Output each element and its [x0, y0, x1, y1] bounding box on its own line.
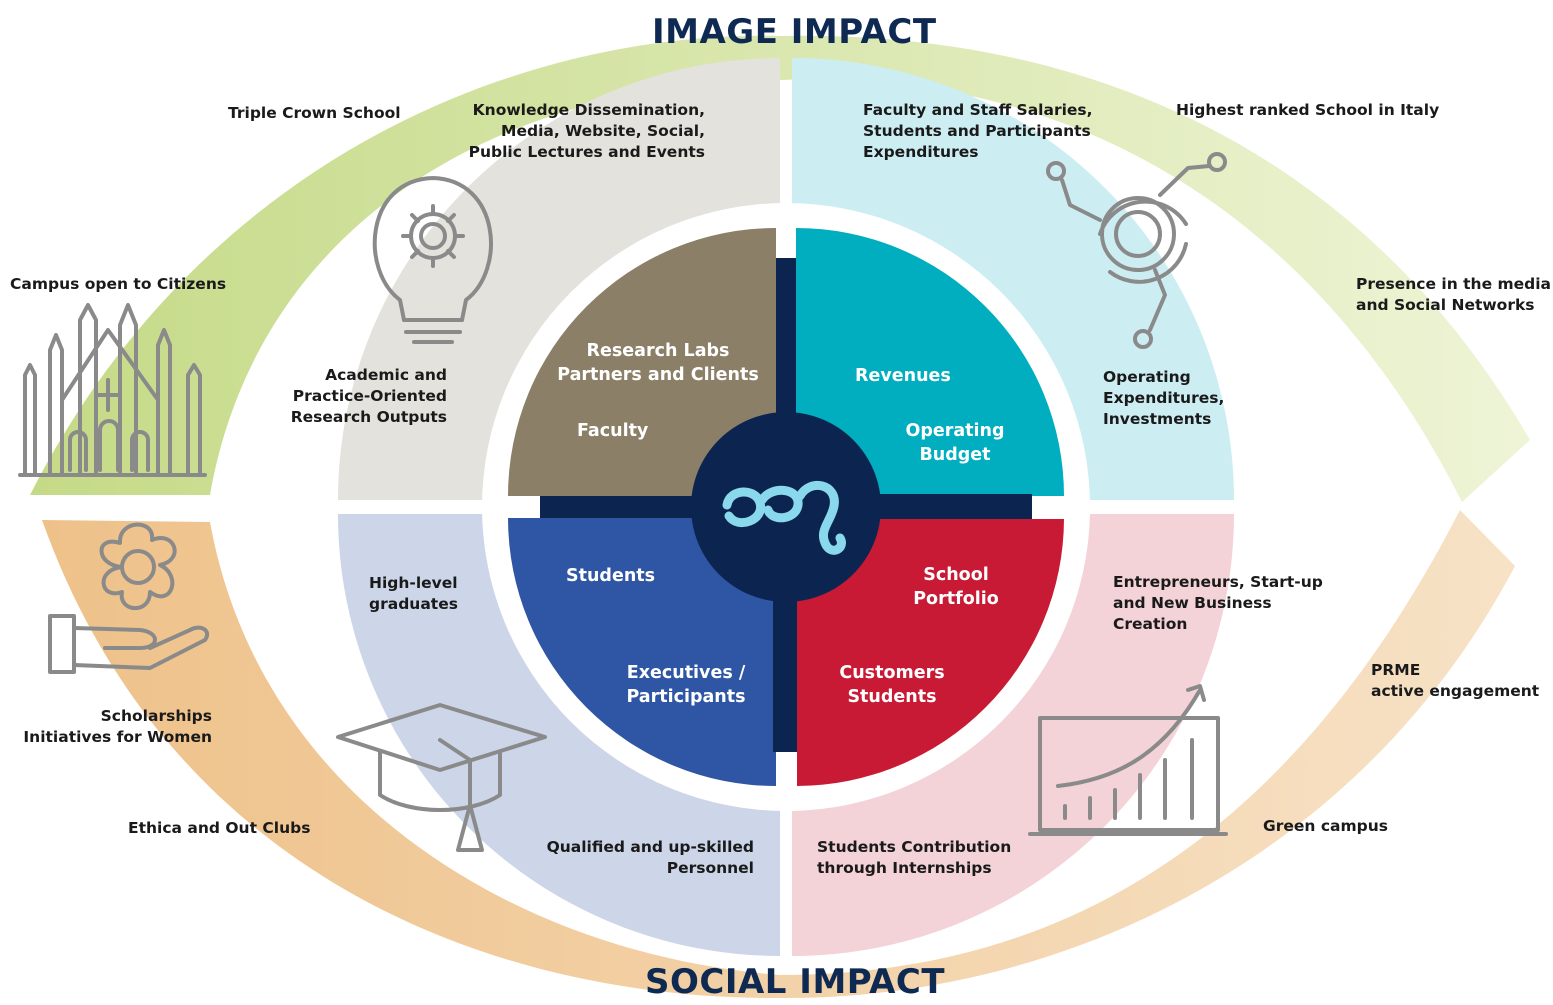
label-green-campus: Green campus: [1263, 817, 1388, 835]
label-entrepreneurs: Entrepreneurs, Start-up and New Business…: [1113, 573, 1323, 633]
label-triple-crown: Triple Crown School: [228, 104, 401, 122]
label-knowledge-dissemination: Knowledge Dissemination, Media, Website,…: [468, 101, 705, 161]
label-highest-ranked: Highest ranked School in Italy: [1176, 101, 1440, 119]
label-campus-open: Campus open to Citizens: [10, 275, 227, 293]
inner-quadrant-students: [508, 518, 776, 786]
growth-chart-icon: [1028, 684, 1228, 836]
inner-quadrant-research: [508, 228, 776, 496]
label-internships: Students Contribution through Internship…: [817, 838, 1012, 877]
label-operating-expenditures: Operating Expenditures, Investments: [1103, 368, 1225, 428]
image-impact-arc: [30, 35, 1530, 503]
inner-quadrant-portfolio-fill: [797, 519, 1064, 786]
label-research-outputs: Academic and Practice-Oriented Research …: [290, 366, 447, 426]
label-research-labs: Research Labs Partners and Clients: [557, 341, 759, 385]
label-faculty: Faculty: [577, 421, 649, 441]
label-ethica: Ethica and Out Clubs: [128, 819, 311, 837]
label-school-portfolio: School Portfolio: [913, 565, 999, 609]
label-executives: Executives / Participants: [626, 663, 746, 707]
center-disk: [691, 412, 881, 602]
social-impact-arc: [42, 510, 1515, 999]
label-scholarships: Scholarships Initiatives for Women: [23, 707, 212, 746]
label-graduates: High-level graduates: [369, 574, 458, 613]
inner-quadrant-revenues: [796, 228, 1064, 496]
cathedral-icon: [18, 303, 207, 477]
label-operating-budget: Operating Budget: [905, 421, 1005, 465]
label-students: Students: [566, 566, 656, 586]
circuit-target-icon: [1046, 152, 1227, 349]
social-impact-title: SOCIAL IMPACT: [645, 962, 946, 1002]
label-media-presence: Presence in the media and Social Network…: [1356, 275, 1552, 314]
label-customers: Customers Students: [839, 663, 945, 707]
label-personnel: Qualified and up-skilled Personnel: [546, 838, 754, 877]
label-revenues: Revenues: [855, 366, 951, 386]
lightbulb-gear-icon: [372, 176, 493, 344]
flower-hand-icon: [48, 522, 210, 674]
image-impact-title: IMAGE IMPACT: [652, 12, 937, 52]
label-prme: PRME active engagement: [1371, 661, 1540, 700]
school-logo-icon: [722, 481, 846, 555]
graduation-cap-icon: [336, 703, 547, 852]
label-salaries: Faculty and Staff Salaries, Students and…: [863, 101, 1093, 161]
